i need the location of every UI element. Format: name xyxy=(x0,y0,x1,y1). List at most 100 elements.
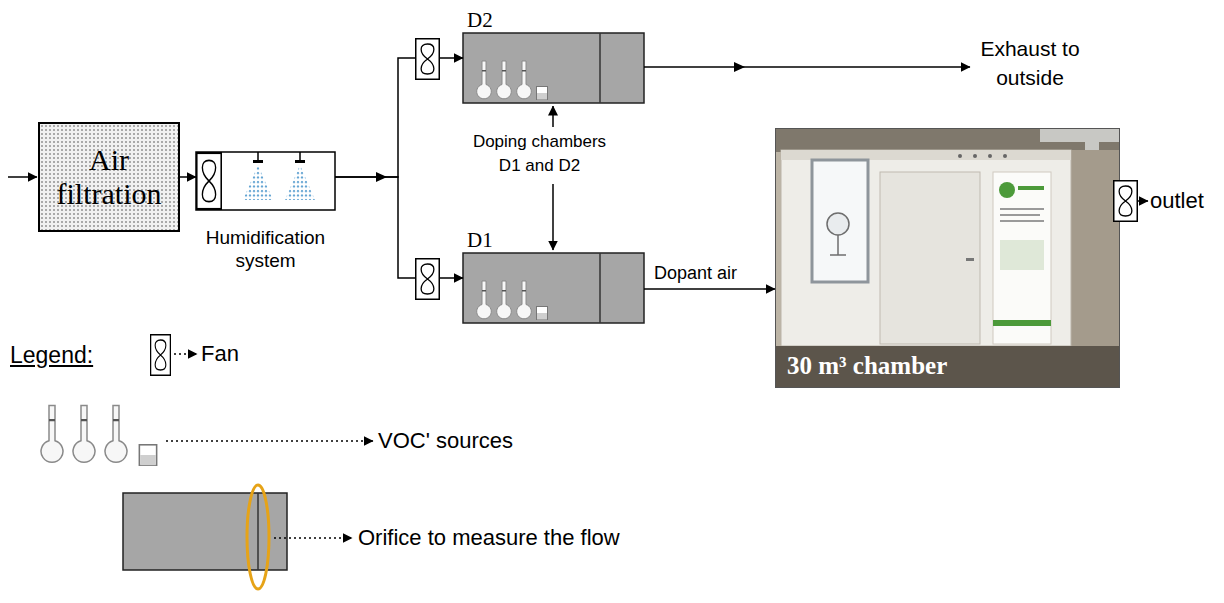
label-slot: Doping chambers D1 and D2 xyxy=(467,130,612,178)
unit-label: Humidification system xyxy=(196,226,335,272)
legend-sample xyxy=(151,335,171,376)
filter-box: Air filtration xyxy=(38,122,180,232)
box-label: Air filtration xyxy=(40,143,178,211)
humidifier-box xyxy=(197,153,221,209)
doping-box xyxy=(517,281,532,319)
flow-destination: outlet xyxy=(1150,188,1204,214)
chamber-photo xyxy=(775,346,1120,388)
legend-entry: VOC' sources xyxy=(378,428,513,454)
chamber-id: D1 xyxy=(463,228,644,252)
legend-sample xyxy=(123,493,287,570)
flow-arrow xyxy=(734,62,745,72)
chamber-photo xyxy=(827,213,849,235)
flow-connector xyxy=(335,177,463,278)
chamber-photo xyxy=(1000,240,1044,270)
doping-box xyxy=(517,61,532,99)
chamber-photo xyxy=(1000,208,1044,210)
legend-sample xyxy=(139,445,156,465)
chamber-photo xyxy=(776,129,1120,388)
doping-box xyxy=(463,33,644,323)
label-slot: Legend: xyxy=(10,341,93,369)
doping-box xyxy=(497,281,512,319)
chamber-photo xyxy=(837,235,839,255)
doping-box xyxy=(463,253,644,323)
doping-box xyxy=(497,61,512,99)
doping-box xyxy=(599,33,601,103)
legend-sample xyxy=(257,493,259,570)
humidifier-box xyxy=(253,160,263,163)
chamber-photo xyxy=(830,254,846,256)
chamber-photo xyxy=(812,160,868,282)
doping-box xyxy=(537,307,548,320)
legend-text: VOC' sources xyxy=(378,428,513,454)
chamber-photo xyxy=(993,320,1051,326)
chamber-id: D2 xyxy=(463,8,644,32)
fan-symbol xyxy=(416,39,440,80)
chamber-photo xyxy=(775,128,1120,388)
legend-sample xyxy=(274,537,352,538)
humidifier-box xyxy=(299,152,301,160)
chamber-photo xyxy=(999,182,1015,198)
chamber-photo xyxy=(1003,154,1007,158)
chamber-photo xyxy=(988,154,992,158)
humidifier-box xyxy=(285,165,315,200)
doping-box xyxy=(463,33,644,103)
doping-box xyxy=(599,253,601,323)
flow-arrow xyxy=(1138,200,1148,202)
legend-heading: Legend: xyxy=(10,341,93,369)
legend-sample xyxy=(247,485,269,589)
humidifier-box xyxy=(243,165,273,200)
chamber-photo xyxy=(966,258,974,261)
legend-sample xyxy=(41,335,373,589)
flow-arrow xyxy=(644,66,970,68)
doping-box xyxy=(537,87,548,100)
chamber-photo xyxy=(775,128,1120,152)
legend-entry: Fan xyxy=(201,341,239,367)
chamber-photo xyxy=(775,128,1120,388)
label-slot: outlet xyxy=(1150,188,1204,214)
doping-box xyxy=(477,61,492,99)
doping-chamber: D2 xyxy=(463,8,644,103)
legend-sample xyxy=(105,406,127,463)
pointer-arrow xyxy=(553,106,554,250)
humidifier-box xyxy=(196,152,335,210)
chamber-photo xyxy=(1000,220,1044,222)
pointer-arrow xyxy=(552,106,554,127)
chamber-photo xyxy=(880,172,980,344)
chamber-photo xyxy=(958,154,962,158)
humidifier-box xyxy=(295,160,305,163)
legend-text: Orifice to measure the flow xyxy=(358,525,620,551)
flow-destination: Exhaust to outside xyxy=(970,34,1090,92)
label-slot: Dopant air xyxy=(654,262,737,284)
legend-sample xyxy=(73,406,95,463)
fan-symbol xyxy=(1114,181,1138,222)
chamber-photo xyxy=(1000,214,1040,216)
chamber-photo xyxy=(993,172,1051,344)
label-slot: Exhaust to outside xyxy=(970,34,1090,92)
legend-sample xyxy=(174,353,197,354)
chamber-photo xyxy=(1040,128,1120,142)
edge-label: Dopant air xyxy=(654,262,737,284)
photo-caption: 30 m³ chamber xyxy=(775,351,947,388)
fan-symbol xyxy=(416,259,440,300)
legend-text: Fan xyxy=(201,341,239,367)
pointer-arrow xyxy=(552,184,554,250)
chamber-photo xyxy=(1071,150,1120,346)
doping-chamber: D1 xyxy=(463,228,644,323)
doping-box xyxy=(477,281,492,319)
legend-entry: Orifice to measure the flow xyxy=(358,525,620,551)
humidifier-box xyxy=(257,152,259,160)
test-chamber: 30 m³ chamber xyxy=(775,128,1120,388)
chamber-photo xyxy=(781,150,1071,346)
humidifier-box xyxy=(196,152,335,210)
flow-arrow xyxy=(8,176,37,178)
flow-connector xyxy=(644,288,775,290)
humidifier-unit: Humidification system xyxy=(196,152,335,276)
chamber-photo xyxy=(1018,186,1044,190)
legend-sample xyxy=(166,440,373,441)
flow-connector xyxy=(180,176,196,178)
